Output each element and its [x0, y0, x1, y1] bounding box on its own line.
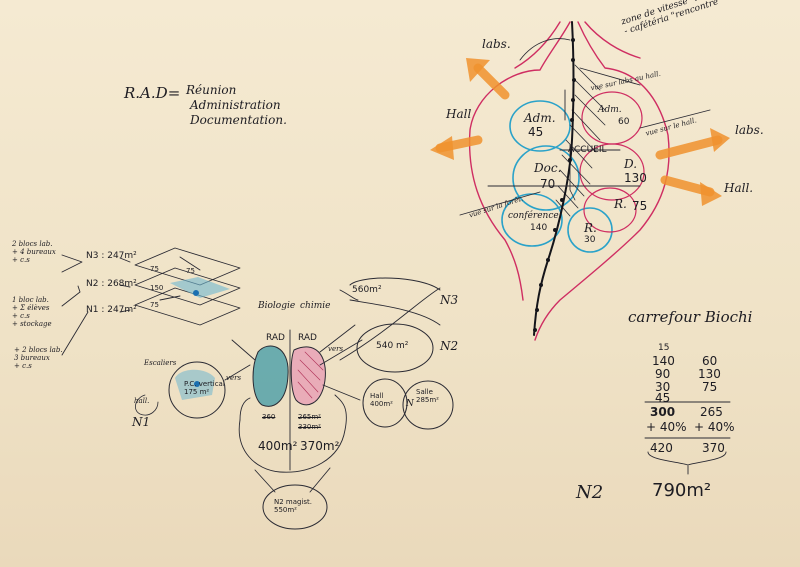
slab-mid-value: 150 — [150, 284, 164, 292]
pc-vertical-label: P.C. vertical 175 m² — [184, 380, 225, 397]
biologie-label: Biologie — [258, 301, 296, 311]
connection-arrows — [224, 287, 441, 401]
vers-label: vers — [328, 345, 344, 353]
hall-left-label: Hall — [446, 107, 472, 121]
calc-col2-value: 75 — [702, 380, 718, 394]
slab-top-value-2: 75 — [186, 267, 195, 275]
adm-left-value: 45 — [528, 125, 544, 139]
adm-right-label: Adm. — [598, 105, 622, 115]
calc-total-2: 370 — [702, 441, 725, 455]
left-total: 400m² — [258, 439, 298, 453]
salle-box-label: Salle 285m² — [416, 388, 439, 405]
note-level-2: 1 bloc lab. + Σ élèves + c.s + stockage — [12, 296, 52, 329]
right-total: 370m² — [300, 439, 340, 453]
bottom-bubble — [262, 484, 328, 530]
central-axis — [238, 329, 347, 493]
calc-title: carrefour Biochi — [628, 308, 753, 326]
vers-label-2: vers — [226, 374, 242, 382]
escaliers-label: Escaliers — [144, 359, 177, 367]
rad-right-label: RAD — [298, 333, 317, 343]
level-n2-area: N2 : 268m² — [86, 279, 137, 289]
level-n3-area: N3 : 247m² — [86, 251, 137, 261]
labs-top-label: labs. — [482, 37, 511, 51]
conf-label: conférence — [508, 211, 559, 221]
calc-col1-value: 140 — [652, 354, 675, 368]
level-brackets — [61, 254, 131, 356]
rad-left-label: RAD — [266, 333, 285, 343]
n3-bubble — [349, 277, 441, 291]
r1-label: R. — [614, 197, 627, 211]
conf-value: 140 — [530, 223, 548, 233]
n3-area-label: 560m² — [352, 285, 382, 295]
rad-hatch — [297, 351, 324, 399]
level-slabs — [134, 247, 241, 326]
orange-arrowheads — [430, 58, 730, 206]
calc-level-label: N2 — [576, 482, 604, 503]
d-label: D. — [624, 157, 638, 171]
rad-bubbles — [252, 345, 326, 407]
calc-col2-value: 60 — [702, 354, 718, 368]
slab-blue-dot — [193, 290, 199, 296]
doc-value: 70 — [540, 177, 556, 191]
r2-label: R. — [584, 221, 597, 235]
calc-lines — [644, 401, 731, 475]
n2-label: N2 — [440, 339, 459, 353]
calc-grand-total: 790m² — [652, 480, 712, 501]
slab-top-value: 75 — [150, 265, 159, 273]
calc-sum-1: 300 — [650, 405, 676, 419]
legend-line-3: Documentation. — [190, 113, 287, 127]
slab-bot-value: 75 — [150, 301, 159, 309]
legend-line-2: Administration — [190, 98, 281, 112]
struck-right-value: 265m² — [298, 413, 321, 421]
chimie-label: chimie — [300, 301, 331, 311]
struck-right-value-2: 330m² — [298, 423, 321, 431]
legend-line-1: Réunion — [186, 83, 237, 97]
calc-pct-1: + 40% — [646, 420, 687, 434]
d-value: 130 — [624, 171, 647, 185]
note-level-1: + 2 blocs lab. 3 bureaux + c.s — [14, 346, 63, 371]
calc-pct-2: + 40% — [694, 420, 735, 434]
calc-sum-2: 265 — [700, 405, 723, 419]
calc-col1-value: 30 — [655, 380, 671, 394]
labs-right-label: labs. — [735, 123, 764, 137]
note-level-3: 2 blocs lab. + 4 bureaux + c.s — [12, 240, 56, 265]
r2-value: 30 — [584, 235, 596, 245]
legend-title: R.A.D= — [124, 84, 181, 102]
calc-total-1: 420 — [650, 441, 673, 455]
calc-col1-value: 90 — [655, 367, 671, 381]
calc-col2-value: 130 — [698, 367, 721, 381]
n2-bubble — [356, 323, 434, 373]
plan-rooms — [501, 100, 613, 253]
calc-col1-value: 45 — [655, 391, 671, 405]
bottom-bubble-label: N2 magist. 550m² — [274, 498, 313, 515]
slab-blue-fill — [170, 277, 230, 298]
pc-bubble — [168, 361, 226, 419]
hall-right-label: Hall. — [724, 181, 754, 195]
calc-col1-value: 15 — [658, 343, 670, 353]
plan-annotation-lines — [459, 38, 711, 216]
accueil-label: ACCUEIL — [568, 145, 607, 155]
hall-n1-label: hall. — [134, 397, 150, 405]
n-box-label: N — [406, 399, 414, 409]
doc-label: Doc. — [534, 161, 562, 175]
n1-label: N1 — [132, 415, 151, 429]
level-n1-area: N1 : 247m² — [86, 305, 137, 315]
r1-value: 75 — [632, 199, 648, 213]
hall-bubbles — [362, 378, 454, 430]
hall-box-label: Hall 400m² — [370, 392, 393, 409]
struck-left-value: 360 — [262, 413, 276, 421]
n2-area-label: 540 m² — [376, 341, 409, 351]
adm-right-value: 60 — [618, 117, 630, 127]
plan-rooms-red — [579, 91, 645, 233]
hall-n1-bubble — [135, 394, 159, 416]
n3-label: N3 — [440, 293, 459, 307]
adm-left-label: Adm. — [524, 111, 556, 125]
circulation-dots — [533, 38, 576, 332]
